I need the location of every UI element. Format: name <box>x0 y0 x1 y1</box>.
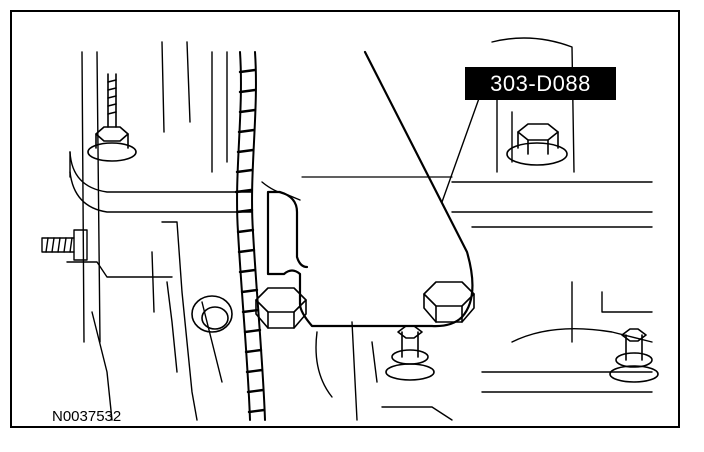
round-boss <box>191 295 233 333</box>
callout-leader <box>441 89 483 203</box>
plate-bolt-left <box>255 287 307 329</box>
engine-housing <box>66 37 653 421</box>
threaded-stud-left <box>41 229 88 261</box>
plate-bolt-right <box>423 281 475 323</box>
callout-label: 303-D088 <box>465 67 616 100</box>
lower-stud-center <box>385 325 435 381</box>
diagram-frame: 303-D088 N0037532 <box>10 10 680 428</box>
engine-illustration <box>41 37 659 421</box>
tool-plate <box>261 50 474 328</box>
figure-id: N0037532 <box>52 408 122 425</box>
belt-seal <box>234 51 266 421</box>
lower-stud-right <box>609 328 659 383</box>
stud-bolt-upper-left <box>87 73 137 162</box>
flange-bolt-upper <box>506 123 568 166</box>
